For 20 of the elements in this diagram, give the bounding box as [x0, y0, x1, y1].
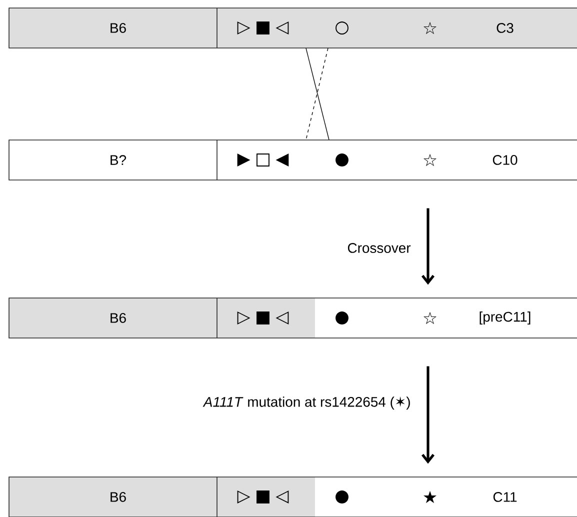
edge-label: Crossover — [346, 242, 412, 254]
arrow — [421, 208, 435, 285]
haplotype-label: C11 — [493, 492, 517, 502]
marker-symbols: ○ — [336, 21, 348, 35]
marker-symbols: ● — [336, 154, 348, 166]
marker-symbols: ● — [336, 312, 348, 324]
marker-symbols: ★ — [424, 490, 436, 504]
marker-symbols: ☆ — [424, 154, 436, 166]
marker-symbols: ● — [336, 490, 348, 504]
haplotype-label: C3 — [496, 23, 514, 33]
marker-symbols: ▷ ■ ◁ — [237, 22, 289, 34]
edge-label: A111T mutation at rs1422654 (✶) — [202, 395, 412, 411]
strain-label: B6 — [110, 23, 126, 33]
haplotype-label: C10 — [492, 155, 518, 165]
arrow — [421, 366, 435, 464]
haplotype-label: [preC11] — [480, 312, 530, 324]
marker-symbols: ☆ — [424, 312, 436, 324]
marker-symbols: ☆ — [424, 22, 436, 34]
marker-symbols: ▶ □ ◀ — [237, 154, 289, 166]
strain-label: B? — [110, 155, 126, 165]
